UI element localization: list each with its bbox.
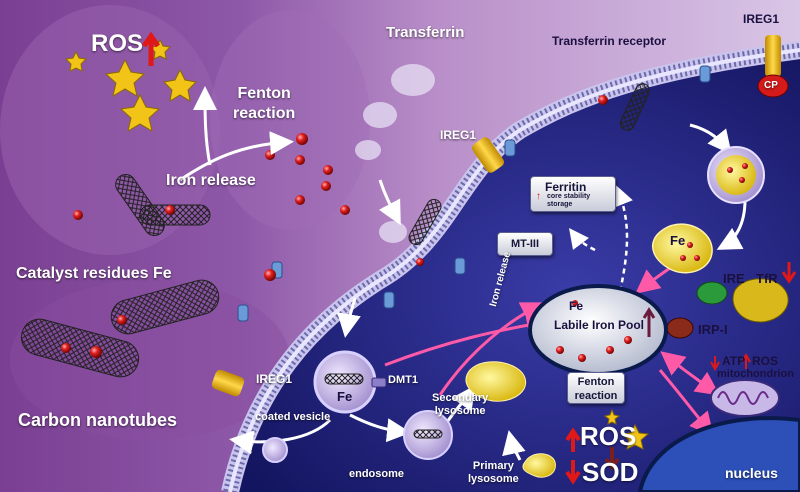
ire-label: IRE [723, 271, 745, 286]
dashed-arrows [568, 185, 633, 301]
ros-stars-top [64, 38, 198, 133]
carbon-nanotubes-label: Carbon nanotubes [18, 410, 178, 430]
organ-lung-left [0, 5, 220, 255]
cp-protein [757, 74, 789, 98]
fe-pool-label: Fe [569, 299, 584, 313]
coated-vesicle-small [262, 437, 288, 463]
transferrin-receptor-label: Transferrin receptor [552, 34, 667, 48]
ire-blob [696, 281, 728, 305]
primary-lysosome-label: Primary lysosome [468, 460, 519, 485]
organ-intestine [10, 280, 290, 440]
sod-label: SOD [582, 457, 639, 487]
ros-label-bottom: ROS [580, 421, 637, 451]
mitochondrion-organelle [710, 379, 780, 417]
transferrin-blobs [355, 64, 435, 243]
iron-release-label-left: Iron release [166, 172, 256, 189]
ireg1-label-membrane: IREG1 [440, 128, 477, 142]
primary-lysosome-organelle [522, 453, 556, 478]
tfr-label: TfR [756, 271, 778, 286]
secondary-lysosome-label: Secondary lysosome [432, 392, 489, 417]
transferrin-label: Transferrin [386, 24, 465, 41]
dmt1-transporter [371, 377, 387, 388]
irp1-blob [666, 317, 694, 339]
secondary-lysosome-organelle [465, 361, 527, 402]
ireg1-channel-membrane [472, 137, 504, 173]
tfr-blob [732, 278, 789, 323]
fe-coated-vesicle-label: Fe [337, 389, 353, 404]
ros-label-top: ROS [91, 30, 144, 57]
fenton-reaction-label-left: Fenton reaction [233, 85, 296, 122]
mitochondrion-label: mitochondrion [717, 368, 794, 380]
vesicle-top-right-inner [716, 155, 756, 195]
irp1-label: IRP-I [698, 322, 728, 337]
ferritin-title: Ferritin [545, 180, 587, 194]
ireg1-channel-bottom [211, 369, 245, 397]
nucleus-label: nucleus [725, 465, 778, 481]
iron-particles [61, 95, 608, 358]
endosome-label: endosome [349, 468, 405, 480]
ferritin-core-stability: core stability [547, 193, 591, 200]
ferritin-up-arrow-icon: ↑ [536, 191, 541, 202]
mt3-box: MT-III [497, 232, 553, 256]
coated-vesicle-label: coated vesicle [255, 411, 331, 423]
labile-iron-pool-label: Labile Iron Pool [554, 318, 645, 332]
ireg1-label-top-right: IREG1 [743, 12, 780, 26]
membrane-core [228, 48, 800, 492]
ros-mito-label: ROS [752, 354, 779, 368]
atp-label: ATP [722, 354, 746, 368]
fenton-reaction-box: Fenton reaction [567, 372, 625, 404]
cp-label: CP [764, 80, 778, 91]
ireg1-channel-top-right [765, 35, 781, 77]
ferritin-box: Ferritin core stability storage ↑ [530, 176, 616, 212]
organ-lung-right [210, 10, 370, 230]
mitochondrion-cristae [717, 391, 769, 405]
carbon-nanotubes-graphic [20, 83, 651, 378]
fe-vesicle-label: Fe [670, 233, 686, 248]
white-arrows [179, 86, 747, 461]
indicator-arrows [141, 31, 797, 485]
ireg1-label-bottom: IREG1 [256, 372, 293, 386]
ros-stars-bottom [603, 408, 650, 450]
ferritin-storage: storage [547, 201, 573, 208]
dmt1-label: DMT1 [388, 374, 418, 386]
catalyst-residues-label: Catalyst residues Fe [16, 265, 172, 282]
nucleus-body [637, 416, 800, 492]
